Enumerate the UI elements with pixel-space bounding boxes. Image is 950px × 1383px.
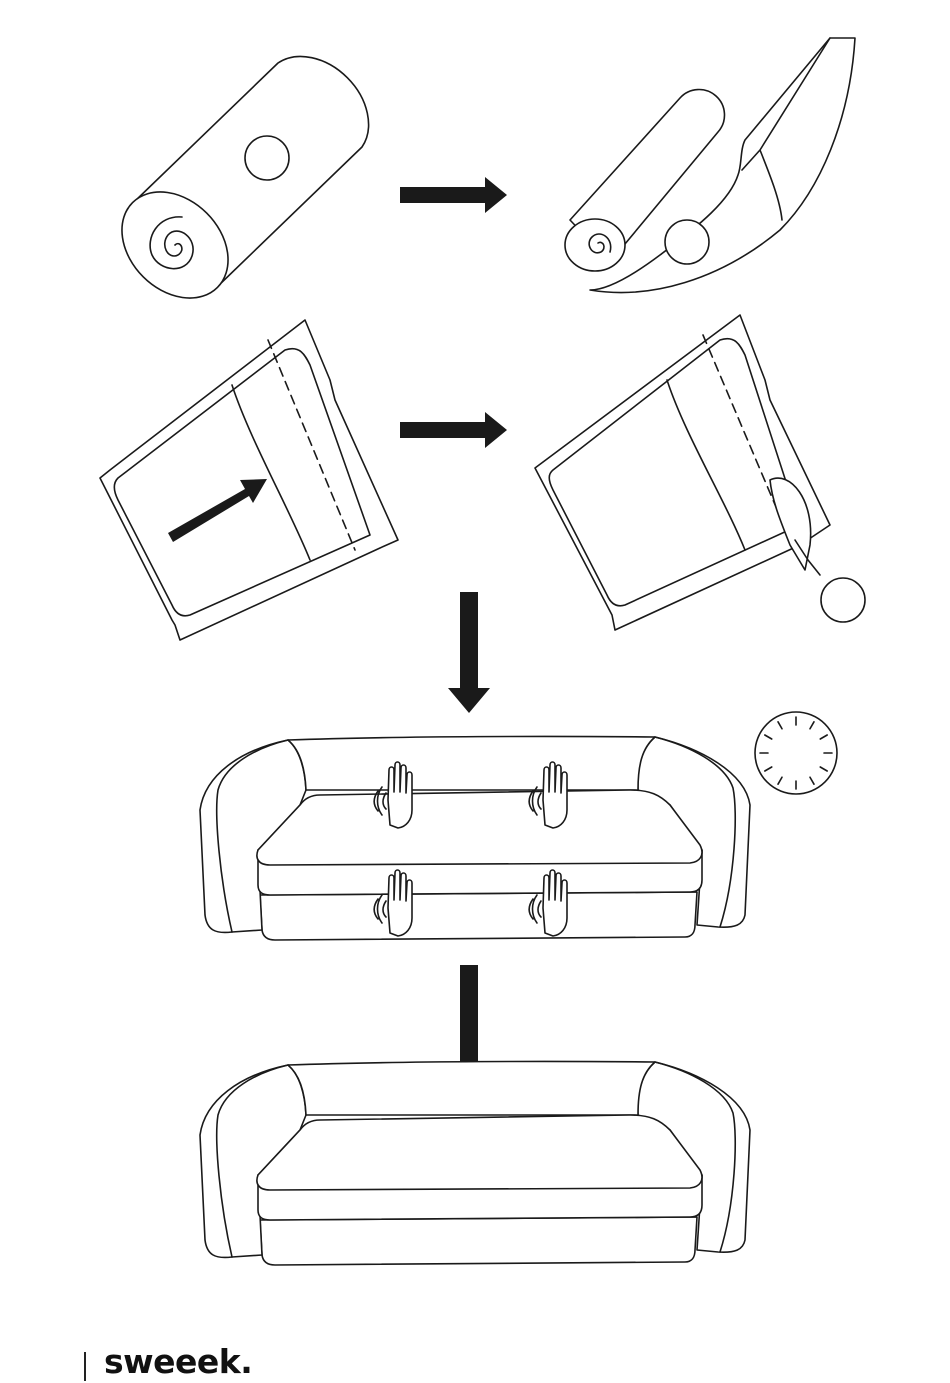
- clock-icon: [754, 711, 838, 795]
- clock-tick: [809, 776, 815, 785]
- direction-arrow: [168, 479, 267, 542]
- clock-tick: [764, 734, 773, 740]
- cushion-bag-opened: [534, 314, 866, 631]
- logo-divider: [84, 1352, 86, 1381]
- unrolling-cushion: [564, 37, 856, 294]
- clock-tick: [819, 766, 828, 772]
- brand-logo: sweeek.: [104, 1342, 253, 1381]
- arrow-right-2: [400, 412, 507, 448]
- arrow-down-1: [448, 592, 490, 713]
- clock-tick: [819, 734, 828, 740]
- rolled-cushion: [121, 55, 370, 299]
- arrow-down-2: [448, 965, 490, 1087]
- cushion-bag-closed: [99, 319, 399, 641]
- label-sticker: [664, 219, 710, 265]
- sofa-assembly: [199, 735, 751, 941]
- sofa-finished: [199, 1060, 751, 1266]
- arrow-right-1: [400, 177, 507, 213]
- clock-tick: [764, 766, 773, 772]
- clock-tick: [777, 721, 783, 730]
- label-sticker: [244, 135, 290, 181]
- clock-tick: [809, 721, 815, 730]
- clock-tick: [777, 776, 783, 785]
